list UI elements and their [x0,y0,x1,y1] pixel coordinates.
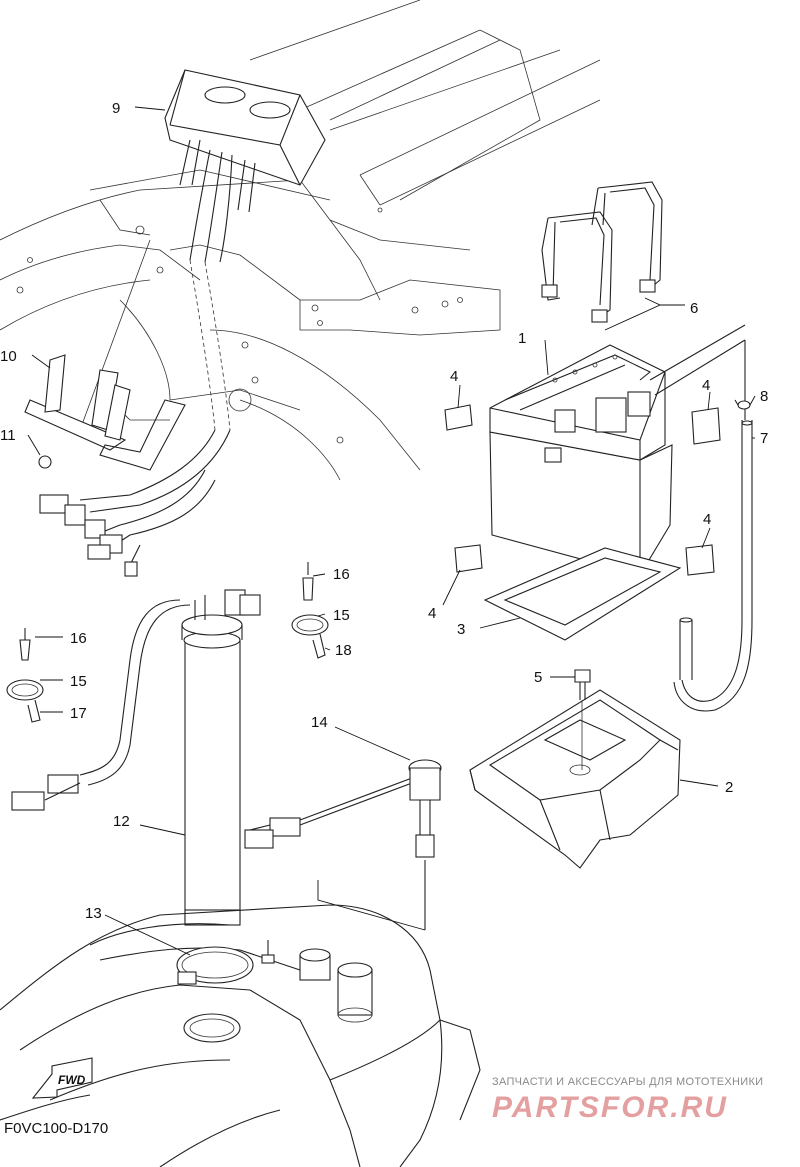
callout-5: 5 [534,669,542,686]
bolt-part-5 [574,669,591,770]
callout-4-bottom-left: 4 [428,605,436,622]
callout-4-top-right: 4 [702,377,710,394]
level-sensor-part-14 [244,759,442,931]
pads-part-4 [444,404,721,576]
callout-2: 2 [725,779,733,796]
callout-3: 3 [457,621,465,638]
callout-16-right: 16 [333,566,350,583]
battery-part-1 [489,324,746,576]
callout-labels: 9 1 4 4 6 8 7 4 4 3 5 2 10 11 16 15 17 1… [0,100,768,922]
callout-15-left: 15 [70,673,87,690]
clamp-part-15-left [6,628,44,723]
callout-13: 13 [85,905,102,922]
watermark: ЗАПЧАСТИ И АКСЕССУАРЫ ДЛЯ МОТОТЕХНИКИ PA… [492,1076,763,1124]
callout-15-right: 15 [333,607,350,624]
fuel-sender-part-12 [11,589,261,926]
callout-4-bottom-right: 4 [703,511,711,528]
callout-16-left: 16 [70,630,87,647]
clip-part-8 [734,399,751,410]
breather-pipe-part-7 [673,340,753,712]
indicator-meter [164,69,326,263]
callout-12: 12 [113,813,130,830]
callout-6: 6 [690,300,698,317]
battery-mat-part-3 [483,547,682,641]
battery-box-part-2 [469,689,681,869]
bracket-part-10 [24,354,186,471]
callout-18: 18 [335,642,352,659]
diagram-code: F0VC100-D170 [4,1120,108,1137]
frame-outline [0,0,601,481]
callout-14: 14 [311,714,328,731]
callout-10: 10 [0,348,17,365]
fwd-arrow: FWD [31,1057,93,1099]
callout-17: 17 [70,705,87,722]
battery-straps-part-6 [541,181,663,323]
callout-11: 11 [0,427,16,444]
wiring-harness [39,239,231,577]
callout-8: 8 [760,388,768,405]
clamp-part-13 [176,946,254,1043]
clamp-part-15-right [291,562,329,659]
callout-9: 9 [112,100,120,117]
callout-1: 1 [518,330,526,347]
watermark-tagline: ЗАПЧАСТИ И АКСЕССУАРЫ ДЛЯ МОТОТЕХНИКИ [492,1076,763,1088]
callout-7: 7 [760,430,768,447]
fwd-label: FWD [58,1073,86,1087]
watermark-brand: PARTSFOR.RU [492,1091,728,1124]
callout-4-top-left: 4 [450,368,458,385]
grommets [261,940,373,1023]
leader-lines [27,106,756,956]
